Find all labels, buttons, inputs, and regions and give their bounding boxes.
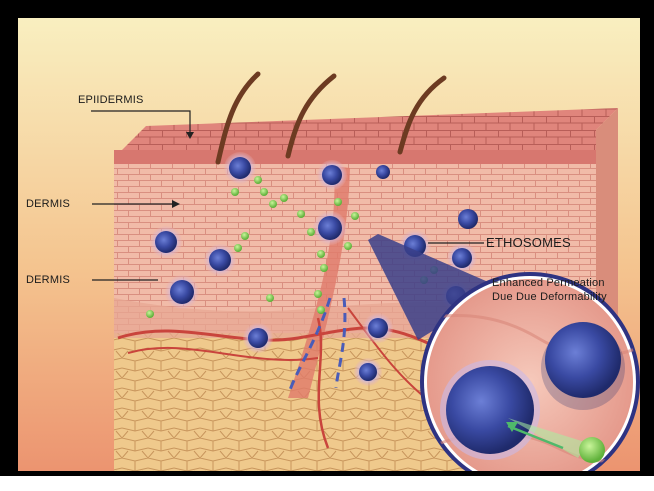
ethosomes-label: ETHOSOMES: [486, 235, 571, 250]
ethosome: [209, 249, 231, 271]
ethosome-zoomed-large: [545, 322, 621, 398]
ethosome: [322, 165, 342, 185]
ethosome: [318, 216, 342, 240]
bottom-margin: [0, 476, 654, 491]
ethosome: [452, 248, 472, 268]
ethosome: [170, 280, 194, 304]
ethosome: [248, 328, 268, 348]
ethosome-zoomed-main: [446, 366, 534, 454]
ethosome: [458, 209, 478, 229]
drug-particle-zoomed: [579, 437, 605, 463]
permeation-label-line1: Enhanced Permeation: [492, 277, 605, 289]
skin-illustration: EPIIDERMIS DERMIS DERMIS ETHOSOMES Enhan…: [18, 18, 640, 471]
epidermis-label: EPIIDERMIS: [78, 94, 144, 106]
permeation-label-line2: Due Due Deformability: [492, 291, 607, 303]
ethosome: [359, 363, 377, 381]
dermis-lower-label: DERMIS: [26, 274, 70, 286]
ethosome: [368, 318, 388, 338]
ethosome: [229, 157, 251, 179]
dermis-upper-label: DERMIS: [26, 198, 70, 210]
ethosome: [155, 231, 177, 253]
epidermis-edge: [114, 150, 596, 164]
ethosome: [376, 165, 390, 179]
